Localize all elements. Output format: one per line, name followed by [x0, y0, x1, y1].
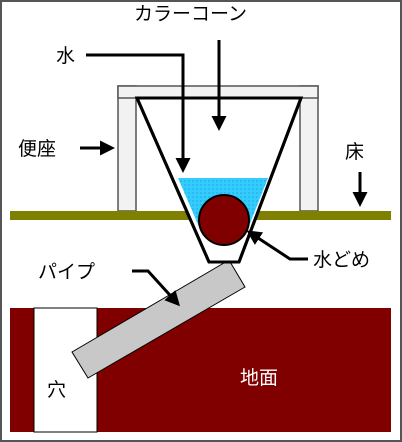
seat-left-post [117, 85, 137, 212]
water-label: 水 [56, 45, 75, 67]
water-trap-arrow [246, 230, 308, 261]
floor-label: 床 [345, 141, 364, 163]
water-trap-label: 水どめ [313, 249, 370, 271]
seat-right-post [299, 85, 319, 212]
water-trap-ball [198, 194, 250, 246]
pipe-label: パイプ [38, 261, 95, 283]
cone-label: カラーコーン [134, 3, 247, 25]
ground-label: 地面 [240, 367, 278, 389]
toilet-seat-label: 便座 [18, 138, 56, 160]
hole-label: 穴 [47, 379, 66, 401]
water-arrow [86, 53, 191, 173]
pipe-arrow [132, 269, 181, 307]
